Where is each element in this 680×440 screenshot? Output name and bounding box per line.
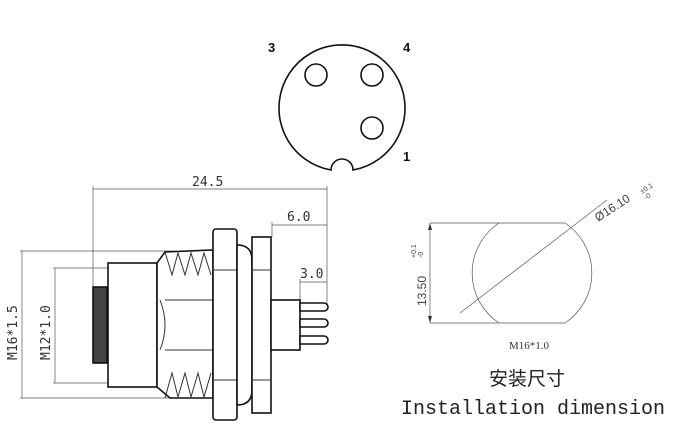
pin-hole-4 <box>360 63 384 87</box>
pin-hole-1 <box>360 116 384 140</box>
pin-label-4: 4 <box>403 40 411 55</box>
pin <box>299 318 329 328</box>
front-cap <box>92 286 108 364</box>
title-cn: 安装尺寸 <box>489 368 565 390</box>
thread-spec: M16*1.0 <box>509 340 550 352</box>
washer <box>236 244 253 406</box>
svg-text:-0: -0 <box>418 252 425 258</box>
dim-flange-to-pin: 6.0 <box>287 210 310 225</box>
side-view: 24.5 6.0 3.0 M16*1.5 M12*1.0 <box>6 175 329 421</box>
pin <box>299 335 329 345</box>
svg-text:+0.1: +0.1 <box>411 244 418 258</box>
pin-label-1: 1 <box>403 149 410 164</box>
svg-text:-0: -0 <box>643 192 652 201</box>
body <box>107 262 158 388</box>
dim-inner-thread: M12*1.0 <box>39 305 54 360</box>
dim-cutout-diameter: Ø16.10 <box>592 191 633 224</box>
connector-face <box>278 44 406 171</box>
nut <box>212 228 238 421</box>
pin <box>299 302 329 312</box>
pin-label-3: 3 <box>268 40 275 55</box>
title-en: Installation dimension <box>401 398 665 421</box>
dim-pin-length: 3.0 <box>300 267 323 282</box>
pin-face-view: 3 4 1 <box>268 40 411 171</box>
flange <box>251 236 272 414</box>
installation-view: 13.50 +0.1 -0 Ø16.10 ±0.1 -0 M16*1.0 安装尺… <box>401 182 665 421</box>
dim-overall-length: 24.5 <box>192 175 223 190</box>
dim-outer-thread: M16*1.5 <box>6 305 21 360</box>
dim-cutout-height: 13.50 <box>415 276 429 306</box>
panel-cutout <box>471 222 593 324</box>
pin-holder <box>270 299 301 351</box>
pin-hole-3 <box>304 63 328 87</box>
